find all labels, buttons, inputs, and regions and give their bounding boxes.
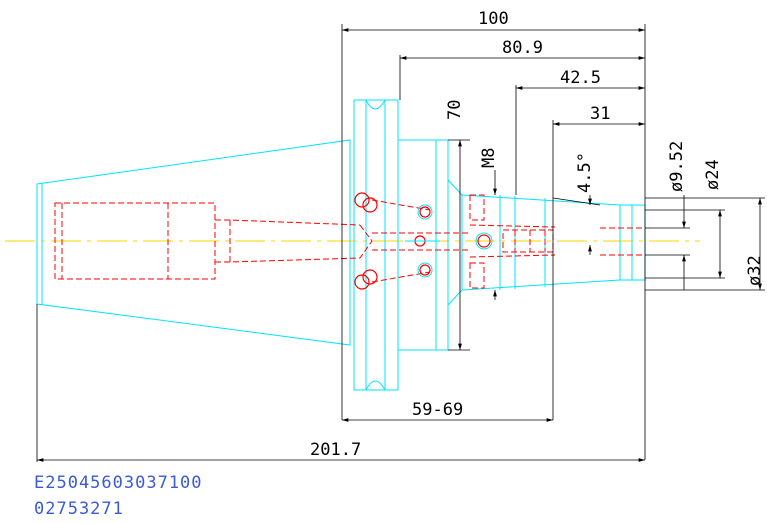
cyan-details (405, 204, 493, 278)
part-code-line1: E25045603037100 (34, 473, 203, 493)
dim-70: 70 (445, 100, 465, 120)
dim-shank-diameter: ø32 (745, 255, 765, 286)
dim-m8: M8 (479, 148, 499, 168)
dim-angle: 4.5° (575, 152, 595, 193)
part-code-line2: 02753271 (34, 499, 124, 519)
taper-body (36, 99, 646, 391)
dimension-lines (37, 28, 762, 462)
ball-bearings (354, 192, 491, 290)
dim-201-7: 201.7 (310, 440, 361, 460)
dim-80-9: 80.9 (502, 38, 543, 58)
dim-100: 100 (478, 9, 509, 29)
hidden-lines (54, 194, 645, 289)
dim-42-5: 42.5 (560, 68, 601, 88)
dim-bore-diameter: ø9.52 (667, 141, 687, 192)
dim-31: 31 (590, 104, 610, 124)
extension-lines (36, 24, 765, 462)
dim-collar-diameter: ø24 (703, 159, 723, 190)
dimension-texts: 100 80.9 42.5 31 59-69 201.7 70 M8 4.5° … (310, 9, 765, 460)
dim-59-69: 59-69 (412, 400, 463, 420)
